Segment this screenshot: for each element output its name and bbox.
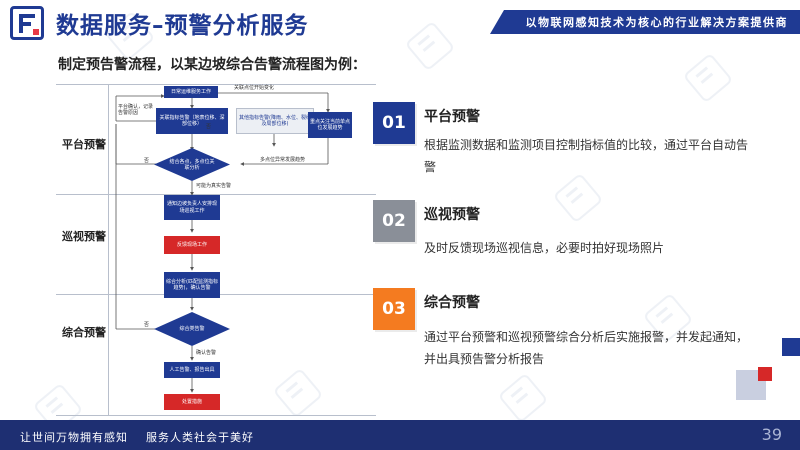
flow-box-focus: 重点关注当前单点位发展趋势 <box>308 112 352 138</box>
footer-slogan-right: 服务人类社会于美好 <box>146 431 254 444</box>
alarm-flowchart: 平台预警 巡视预警 综合预警 <box>56 84 376 416</box>
watermark-logo <box>552 172 604 224</box>
flow-decision-multi: 结合各点，多点位关联分析 <box>154 148 230 181</box>
flow-note-change: 关联点位开始变化 <box>234 85 275 91</box>
item-description: 通过平台预警和巡视预警综合分析后实施报警，并发起通知，并出具预告警分析报告 <box>424 330 749 366</box>
item-title: 巡视预警 <box>424 207 480 223</box>
watermark-logo <box>497 372 549 424</box>
flow-note-multi: 多点位异常发展趋势 <box>260 157 306 163</box>
flow-box-manual: 人工告警、报告出具 <box>164 362 220 378</box>
lane-divider <box>108 84 109 416</box>
lane-patrol <box>56 194 376 294</box>
flow-note-possible: 可能为真实告警 <box>196 183 232 189</box>
item-number-badge: 01 <box>373 102 415 144</box>
section-subtitle: 制定预告警流程，以某边坡综合告警流程图为例： <box>58 57 366 73</box>
decorative-square <box>758 367 772 381</box>
flow-box-exceed: 关联指标告警（地表位移、深部位移） <box>156 108 228 134</box>
decorative-square <box>782 338 800 356</box>
flow-note-yes: 确认告警 <box>196 350 217 356</box>
item-title: 平台预警 <box>424 109 480 125</box>
flow-connectors <box>115 92 330 393</box>
company-logo <box>10 6 44 40</box>
lane-label-patrol: 巡视预警 <box>62 230 106 243</box>
header-slogan: 以物联网感知技术为核心的行业解决方案提供商 <box>525 16 788 29</box>
item-description: 及时反馈现场巡视信息，必要时拍好现场照片 <box>424 241 665 255</box>
slogan-band <box>490 10 800 34</box>
lane-platform <box>56 84 376 194</box>
item-title: 综合预警 <box>424 295 480 311</box>
item-description: 根据监测数据和监测项目控制指标值的比较，通过平台自动告警 <box>424 138 749 174</box>
flow-decision-confirm: 综合类告警 <box>154 312 230 346</box>
item-number-badge: 02 <box>373 200 415 242</box>
flow-box-start: 日常运维服务工作 <box>164 86 218 98</box>
flow-box-notify: 通知边坡负责人安排现场巡视工作 <box>164 195 220 220</box>
flow-note-no: 否 <box>144 158 150 164</box>
page-title: 数据服务–预警分析服务 <box>56 13 309 39</box>
flow-box-combined: 综合分析(匹配监测指标趋势)，确认告警 <box>164 272 220 298</box>
lane-label-platform: 平台预警 <box>62 138 106 151</box>
lane-label-combined: 综合预警 <box>62 326 106 339</box>
flow-box-other: 其他指标告警(降雨、水位、裂缝及局部位移) <box>236 108 314 134</box>
watermark-logo <box>682 52 734 104</box>
footer-slogan: 让世间万物拥有感知 服务人类社会于美好 <box>20 429 254 445</box>
page-number: 39 <box>761 425 782 444</box>
flow-box-fieldinfo: 反馈现场工作 <box>164 236 220 254</box>
flow-note-no2: 否 <box>206 124 212 130</box>
flow-note-platform: 平台确认，记录告警原因 <box>118 104 154 116</box>
header: 数据服务–预警分析服务 以物联网感知技术为核心的行业解决方案提供商 <box>0 0 800 44</box>
item-number-badge: 03 <box>373 288 415 330</box>
footer-bar: 让世间万物拥有感知 服务人类社会于美好 39 <box>0 420 800 450</box>
flow-note-no3: 否 <box>144 322 150 328</box>
flow-box-dispose: 处置措施 <box>164 394 220 410</box>
footer-slogan-left: 让世间万物拥有感知 <box>20 431 128 444</box>
